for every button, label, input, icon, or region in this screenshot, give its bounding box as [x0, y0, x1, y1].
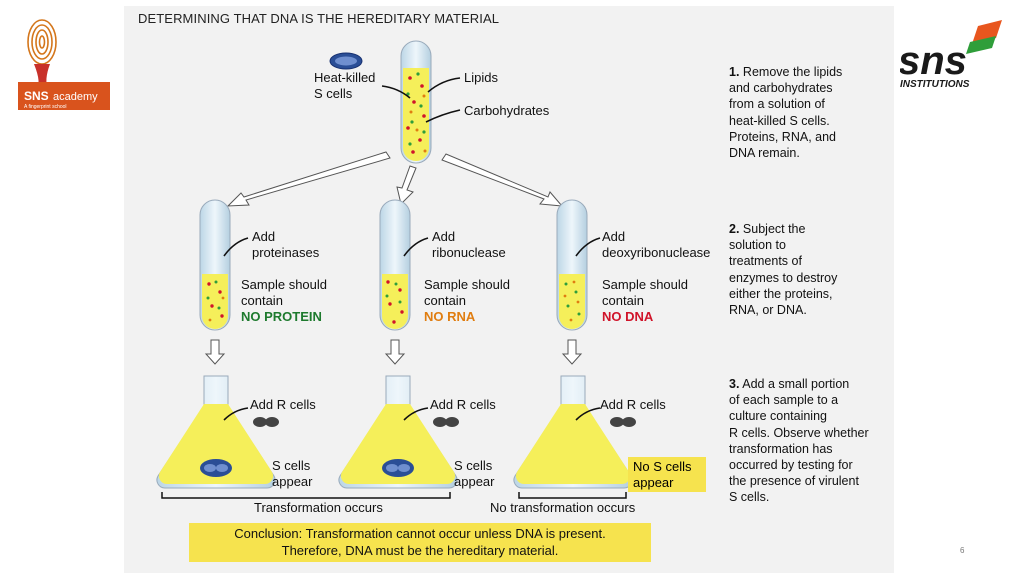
step-1-line: DNA remain.: [729, 146, 800, 161]
step-1-line: heat-killed S cells.: [729, 113, 830, 128]
tube-1-sample-line2: contain: [241, 293, 283, 308]
step-1-line: and carbohydrates: [729, 81, 833, 96]
flask-pointer-arrows: [223, 407, 601, 421]
s-cells-label: S cells: [314, 86, 353, 101]
step-3-line: Add a small portion: [742, 377, 850, 391]
logo-academy-text: academy: [53, 91, 98, 103]
step-1-line: from a solution of: [729, 97, 825, 112]
top-pointer-arrows: [381, 77, 461, 123]
tube-1-result: NO PROTEIN: [241, 309, 322, 324]
experiment-diagram: [156, 40, 636, 499]
step-2-number: 2.: [729, 222, 740, 236]
tube-3-add-label: Add: [602, 229, 626, 244]
step-1-number: 1.: [729, 65, 740, 79]
tube-2-enzyme-label: ribonuclease: [432, 245, 506, 260]
sns-institutions-logo: sns INSTITUTIONS: [900, 20, 1002, 90]
tube-3-result: NO DNA: [602, 309, 654, 324]
flask-3-add-label: Add R cells: [600, 397, 666, 412]
flask-3: [513, 375, 633, 489]
step-3-number: 3.: [729, 377, 740, 391]
tube-1-enzyme-label: proteinases: [252, 245, 320, 260]
tube-2-result: NO RNA: [424, 309, 476, 324]
logo-sns-text: sns: [900, 39, 967, 83]
step-2-line: RNA, or DNA.: [729, 303, 807, 318]
step-3-line: occurred by testing for: [729, 458, 853, 473]
tube-2-sample-line1: Sample should: [424, 277, 510, 292]
no-transformation-label: No transformation occurs: [490, 500, 636, 515]
step-3-line: of each sample to a: [729, 393, 839, 408]
top-test-tube: [400, 40, 432, 164]
sns-academy-logo: SNS academy A fingerprint school: [18, 19, 110, 110]
logo-swoosh-green: [966, 36, 996, 54]
enzyme-tube-1: [199, 199, 231, 331]
tube-1-sample-line1: Sample should: [241, 277, 327, 292]
figure-panel: DETERMINING THAT DNA IS THE HEREDITARY M…: [124, 6, 894, 573]
step-1: 1. Remove the lipids and carbohydrates f…: [729, 64, 842, 161]
conclusion-line-2: Therefore, DNA must be the hereditary ma…: [281, 543, 559, 558]
result-brackets: [161, 492, 627, 499]
no-s-cells-highlight: No S cells appear: [628, 457, 706, 492]
conclusion-line-1: Conclusion: Transformation cannot occur …: [234, 526, 606, 541]
step-2-line: either the proteins,: [729, 286, 833, 301]
step-1-line: Remove the lipids: [742, 65, 843, 79]
down-arrows: [204, 339, 583, 365]
lipids-label: Lipids: [464, 70, 498, 85]
step-2-line: enzymes to destroy: [729, 270, 838, 285]
carbohydrates-label: Carbohydrates: [464, 103, 550, 118]
heat-killed-label: Heat-killed: [314, 70, 376, 85]
r-cells-icons: [253, 417, 636, 427]
flask-3-result-line1: No S cells: [633, 459, 692, 474]
step-3: 3. Add a small portion of each sample to…: [729, 376, 869, 506]
tube-3-sample-line2: contain: [602, 293, 644, 308]
flask-2-add-label: Add R cells: [430, 397, 496, 412]
step-3-line: the presence of virulent: [729, 474, 859, 489]
page-number: 6: [960, 546, 965, 555]
flask-1-add-label: Add R cells: [250, 397, 316, 412]
flask-2-result-line1: S cells: [454, 458, 493, 473]
step-3-line: R cells. Observe whether: [729, 425, 869, 440]
logo-banner: [18, 82, 110, 110]
enzyme-tube-3: [556, 199, 588, 331]
step-2-line: solution to: [729, 238, 786, 253]
s-cells-icon: [329, 52, 363, 70]
step-2-line: treatments of: [729, 254, 802, 269]
tube-2-sample-line2: contain: [424, 293, 466, 308]
tube-1-add-label: Add: [252, 229, 276, 244]
step-3-line: transformation has: [729, 441, 833, 456]
step-2-line: Subject the: [742, 222, 806, 236]
step-3-line: culture containing: [729, 409, 827, 424]
tube-3-enzyme-label: deoxyribonuclease: [602, 245, 711, 260]
figure-title: DETERMINING THAT DNA IS THE HEREDITARY M…: [138, 11, 500, 26]
step-2: 2. Subject the solution to treatments of…: [729, 221, 837, 318]
fingerprint-icon: [27, 19, 57, 65]
logo-brand: SNS: [24, 89, 49, 103]
flask-2-result-line2: appear: [454, 474, 495, 489]
transformation-occurs-label: Transformation occurs: [254, 500, 383, 515]
split-arrows: [226, 151, 564, 207]
enzyme-tube-2: [379, 199, 411, 331]
logo-institutions-text: INSTITUTIONS: [900, 79, 970, 90]
flask-1-result-line1: S cells: [272, 458, 311, 473]
tube-pointer-arrows: [223, 237, 601, 257]
tube-2-add-label: Add: [432, 229, 456, 244]
tube-3-sample-line1: Sample should: [602, 277, 688, 292]
step-3-line: S cells.: [729, 490, 770, 505]
flask-3-result-line2: appear: [633, 475, 674, 490]
step-1-line: Proteins, RNA, and: [729, 129, 836, 144]
flask-1-result-line2: appear: [272, 474, 313, 489]
flask-1: [156, 375, 276, 489]
conclusion-box: Conclusion: Transformation cannot occur …: [189, 523, 651, 562]
flask-2: [338, 375, 458, 489]
logo-tagline: A fingerprint school: [24, 104, 67, 110]
